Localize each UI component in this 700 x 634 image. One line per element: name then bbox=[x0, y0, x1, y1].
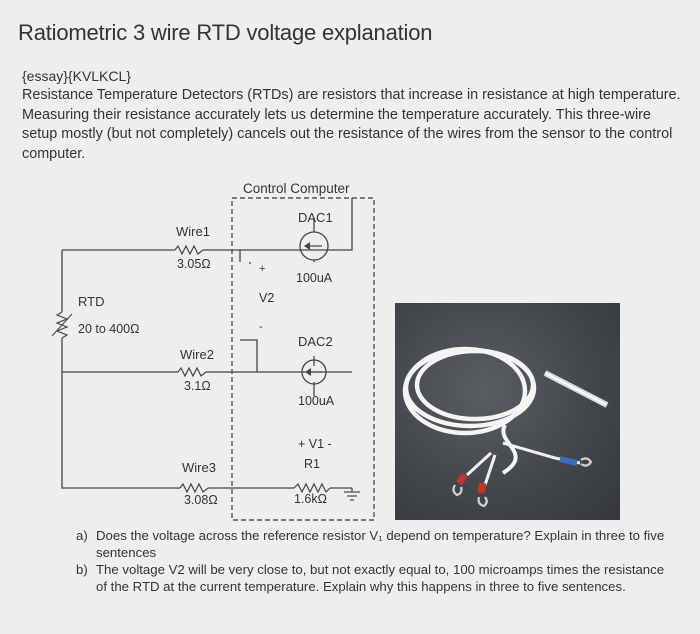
v2-plus: + bbox=[259, 263, 265, 275]
rtd-range: 20 to 400Ω bbox=[78, 322, 139, 336]
dac1-label: DAC1 bbox=[298, 210, 333, 225]
dac1-current: 100uA bbox=[296, 271, 333, 285]
wire3-resistor-symbol bbox=[179, 482, 209, 494]
intro-paragraph: Resistance Temperature Detectors (RTDs) … bbox=[22, 87, 681, 162]
wire3-value: 3.08Ω bbox=[184, 493, 218, 507]
wire2-label: Wire2 bbox=[180, 347, 214, 362]
r1-value: 1.6kΩ bbox=[294, 492, 327, 506]
question-text: Does the voltage across the reference re… bbox=[96, 528, 665, 560]
r1-resistor-symbol bbox=[293, 482, 331, 494]
question-text: The voltage V2 will be very close to, bu… bbox=[96, 562, 665, 594]
wire1-label: Wire1 bbox=[176, 224, 210, 239]
v1-label: + V1 - bbox=[298, 437, 332, 451]
wire3-label: Wire3 bbox=[182, 460, 216, 475]
rtd-cable-illustration bbox=[402, 346, 609, 508]
wire2-value: 3.1Ω bbox=[184, 379, 211, 393]
question-label: a) bbox=[76, 528, 88, 543]
question-label: b) bbox=[76, 562, 88, 577]
ground-icon bbox=[344, 488, 360, 501]
circuit-diagram: Control Computer + V2 - Wire1 3.05Ω Wire… bbox=[51, 181, 375, 521]
rtd-sensor-photo bbox=[395, 303, 620, 520]
dac2-current: 100uA bbox=[298, 394, 335, 408]
wire2-resistor-symbol bbox=[177, 366, 207, 378]
questions-list: a) Does the voltage across the reference… bbox=[76, 528, 676, 596]
control-computer-boundary bbox=[231, 197, 375, 521]
dac2-label: DAC2 bbox=[298, 334, 333, 349]
v2-label: V2 bbox=[259, 291, 274, 305]
v2-minus: - bbox=[259, 321, 263, 333]
question-b: b) The voltage V2 will be very close to,… bbox=[76, 562, 676, 595]
control-computer-label: Control Computer bbox=[243, 181, 350, 196]
dac1-source bbox=[299, 231, 329, 261]
wire1-resistor-symbol bbox=[174, 244, 204, 256]
question-a: a) Does the voltage across the reference… bbox=[76, 528, 676, 561]
dac2-source bbox=[301, 359, 327, 385]
question-tag: {essay}{KVLKCL} bbox=[22, 68, 131, 84]
r1-label: R1 bbox=[304, 457, 320, 471]
wire1-value: 3.05Ω bbox=[177, 257, 211, 271]
rtd-label: RTD bbox=[78, 294, 104, 309]
page-title: Ratiometric 3 wire RTD voltage explanati… bbox=[18, 20, 433, 45]
